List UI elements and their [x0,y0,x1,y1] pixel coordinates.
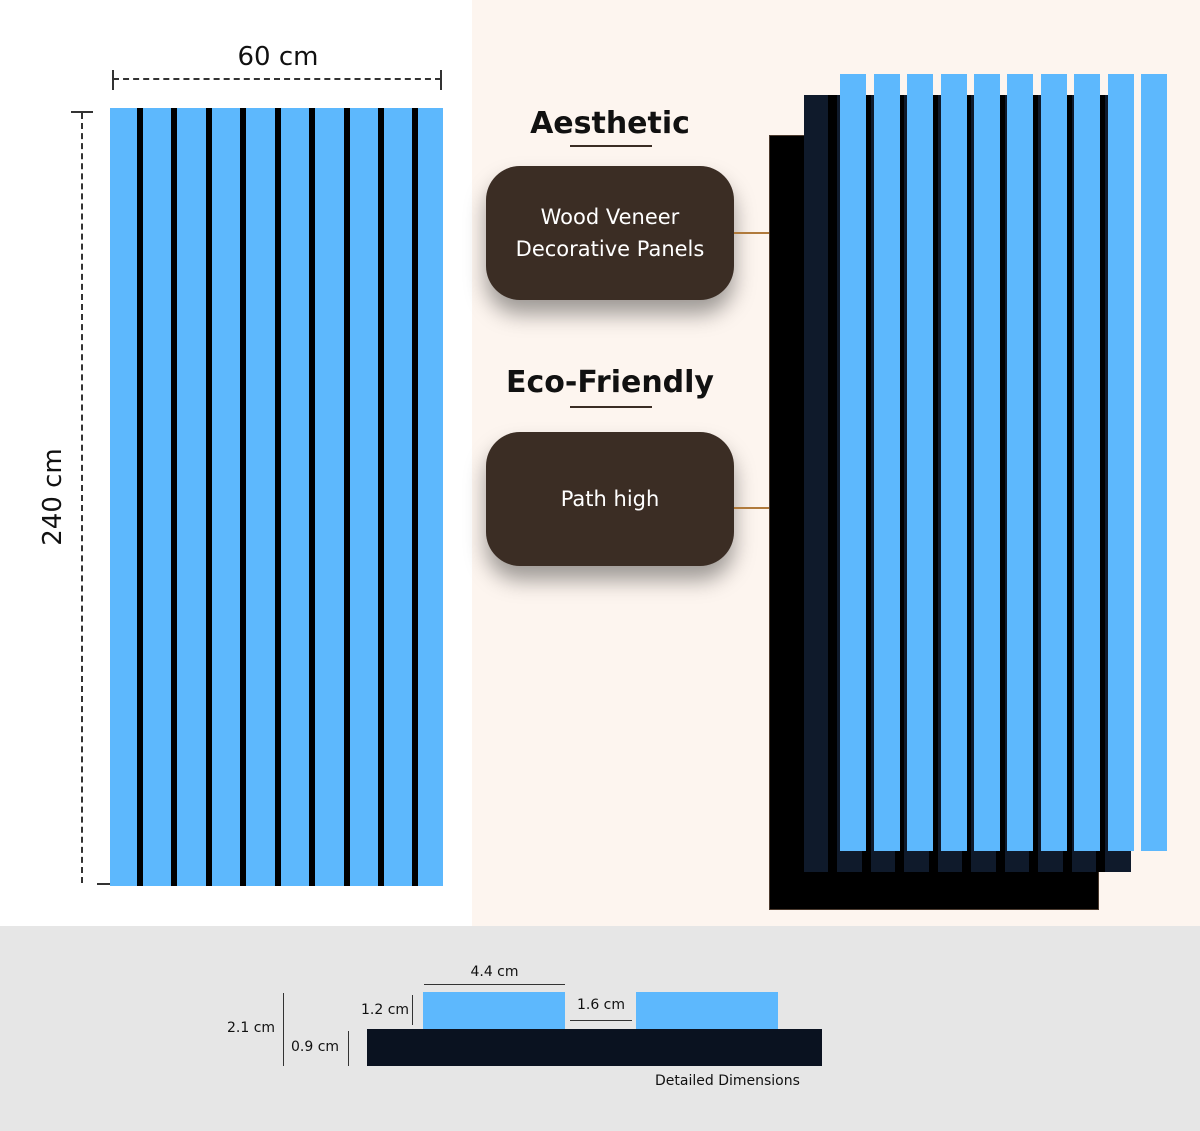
base-height-label: 0.9 cm [291,1039,340,1055]
slat-height-label: 1.2 cm [361,1002,410,1018]
wood-slat [1007,74,1033,851]
wood-slat [907,74,933,851]
wood-slat [840,74,866,851]
panel-slat-layer [840,74,1168,851]
panel-groove [412,108,418,886]
width-tick-left [112,70,114,90]
height-tick-top [71,111,93,113]
total-height-line [283,993,284,1066]
gap-width-line [570,1020,632,1021]
total-height-label: 2.1 cm [227,1020,276,1036]
height-tick-bottom [97,883,119,885]
middle-layer-groove [862,95,871,872]
middle-layer-groove [1096,95,1105,872]
wood-slat [1074,74,1100,851]
wood-slat [874,74,900,851]
feature-heading-aesthetic: Aesthetic [530,106,690,141]
panel-groove [206,108,212,886]
middle-layer-groove [996,95,1005,872]
cross-section-caption: Detailed Dimensions [655,1073,800,1089]
feature-badge-path-high: Path high [486,432,734,566]
panel-groove [309,108,315,886]
heading-underline [570,145,652,147]
wood-slat [1141,74,1167,851]
panel-groove [171,108,177,886]
middle-layer-groove [1029,95,1038,872]
bottom-background [0,926,1200,1131]
middle-layer-groove [828,95,837,872]
middle-layer-groove [1063,95,1072,872]
width-tick-right [440,70,442,90]
panel-groove [378,108,384,886]
panel-groove [344,108,350,886]
slat-height-line [412,995,413,1025]
base-height-line [348,1031,349,1066]
wood-slat [974,74,1000,851]
width-label: 60 cm [237,42,319,72]
feature-heading-eco-friendly: Eco-Friendly [505,365,714,400]
panel-groove [240,108,246,886]
heading-underline [570,406,652,408]
cross-section-slat-left [423,992,565,1029]
cross-section-base [367,1029,822,1066]
feature-badge-wood-veneer: Wood Veneer Decorative Panels [486,166,734,300]
slat-width-line [424,984,565,985]
width-dimension-line [113,78,441,80]
height-dimension-line [81,113,83,883]
panel-groove [137,108,143,886]
height-label: 240 cm [38,448,68,546]
wood-slat [1108,74,1134,851]
wood-slat [941,74,967,851]
acoustic-panel-front [110,108,443,886]
panel-groove [275,108,281,886]
cross-section-slat-right [636,992,778,1029]
slat-width-label: 4.4 cm [470,964,519,980]
gap-width-label: 1.6 cm [576,997,626,1013]
middle-layer-groove [929,95,938,872]
wood-slat [1041,74,1067,851]
